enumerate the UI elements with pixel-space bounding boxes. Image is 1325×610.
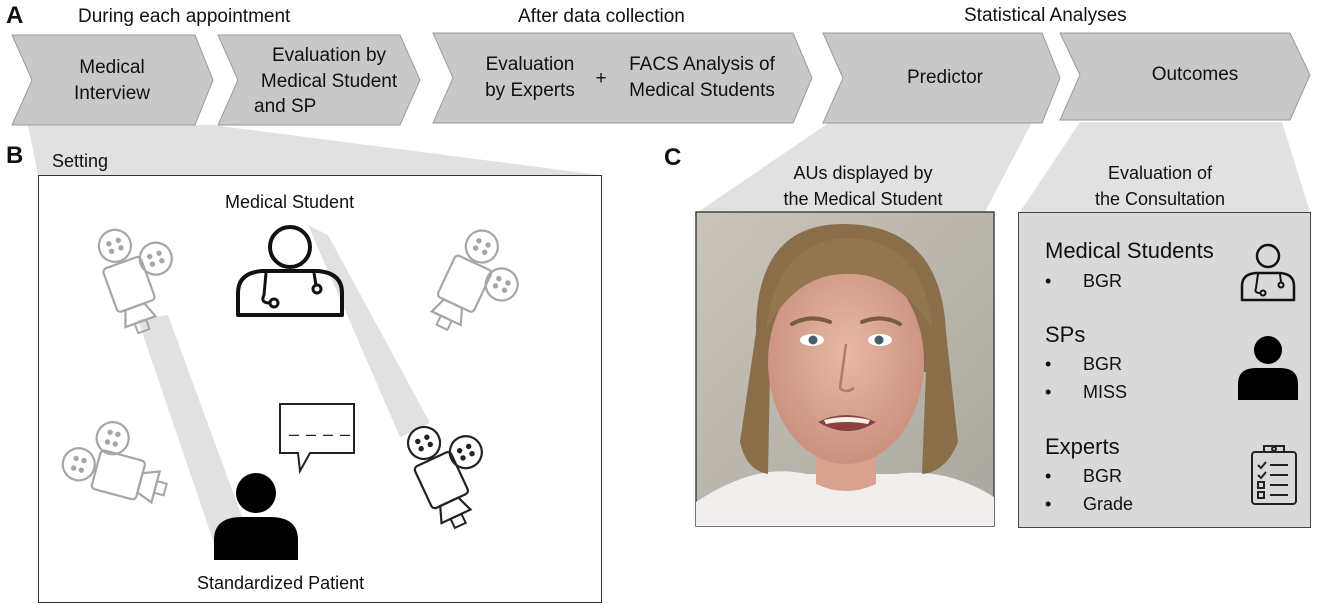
flow-evaluation-experts: Evaluation by Experts (468, 52, 592, 103)
group-sps-item-miss: •MISS (1045, 382, 1128, 402)
doctor-small-icon (1240, 243, 1296, 302)
group-experts-item-grade: •Grade (1045, 494, 1134, 514)
flow-facs-line2: Medical Students (629, 79, 775, 101)
flow-interview-line1: Medical (79, 57, 145, 78)
outcomes-caption-line1: Evaluation of (1107, 163, 1213, 183)
phase-after-collection: After data collection (518, 6, 685, 27)
setting-scene (57, 212, 536, 560)
group-title-medical-students: Medical Students (1045, 238, 1214, 263)
patient-person-icon (214, 473, 298, 560)
outcomes-caption-line2: the Consultation (1094, 189, 1226, 210)
outcomes-caption: Evaluation of the Consultation (1040, 160, 1280, 212)
camera-top-left-icon (89, 212, 194, 339)
group-title-experts: Experts (1045, 434, 1120, 459)
arrow-experts-facs (432, 32, 813, 124)
arrow-predictor (822, 32, 1061, 124)
doctor-icon (236, 225, 344, 317)
label-medical-student: Medical Student (225, 192, 355, 212)
camera-bottom-left-icon (57, 410, 180, 509)
photo-caption: AUs displayed by the Medical Student (738, 160, 988, 212)
cone-predictor-to-photo (698, 122, 1032, 212)
camera-top-right-icon (424, 222, 536, 351)
flow-experts-line2: by Experts (485, 79, 575, 101)
panel-letter-b: B (6, 142, 24, 169)
flow-plus-sign: + (595, 68, 607, 89)
group-title-sps: SPs (1045, 322, 1086, 347)
cone-interview-to-setting (28, 125, 600, 175)
speech-bubble-text: – – – – (288, 424, 352, 444)
student-face-photo (695, 211, 995, 527)
photo-caption-line2: the Medical Student (783, 189, 943, 210)
arrow-outcomes (1059, 32, 1311, 121)
flow-facs-analysis: FACS Analysis of Medical Students (612, 52, 792, 103)
group-medical-students-item-bgr: •BGR (1045, 271, 1123, 291)
cone-outcomes-to-box (1020, 122, 1310, 212)
flow-evaluation-student-sp: Evaluation by Medical Student and SP (240, 43, 418, 120)
clipboard-icon (1251, 445, 1297, 505)
flow-evaluation-line2: Medical Student (260, 70, 398, 92)
arrow-evaluation-student-sp (217, 34, 421, 126)
flow-predictor: Predictor (906, 67, 984, 88)
setting-title: Setting (52, 151, 109, 171)
speech-bubble-icon (279, 403, 355, 475)
flow-outcomes: Outcomes (1151, 64, 1239, 85)
group-experts-item-bgr: •BGR (1045, 466, 1123, 486)
phase-during-appointment: During each appointment (78, 6, 291, 27)
label-standardized-patient: Standardized Patient (197, 573, 365, 593)
group-sps-item-bgr: •BGR (1045, 354, 1123, 374)
flow-evaluation-line3: and SP (254, 96, 317, 118)
cone-left-camera (138, 315, 253, 555)
flow-evaluation-line1: Evaluation by (271, 45, 387, 66)
flow-medical-interview: Medical Interview (42, 55, 182, 106)
flow-facs-line1: FACS Analysis of (629, 54, 775, 75)
panel-letter-c: C (664, 144, 682, 171)
photo-caption-line1: AUs displayed by (793, 163, 933, 183)
person-small-icon (1238, 336, 1298, 400)
flow-experts-line1: Evaluation (485, 54, 575, 75)
outcome-icons (1238, 243, 1298, 505)
phase-statistical-analyses: Statistical Analyses (964, 5, 1127, 26)
arrow-medical-interview (11, 34, 214, 126)
flow-interview-line2: Interview (73, 82, 151, 104)
panel-letter-a: A (6, 2, 24, 29)
